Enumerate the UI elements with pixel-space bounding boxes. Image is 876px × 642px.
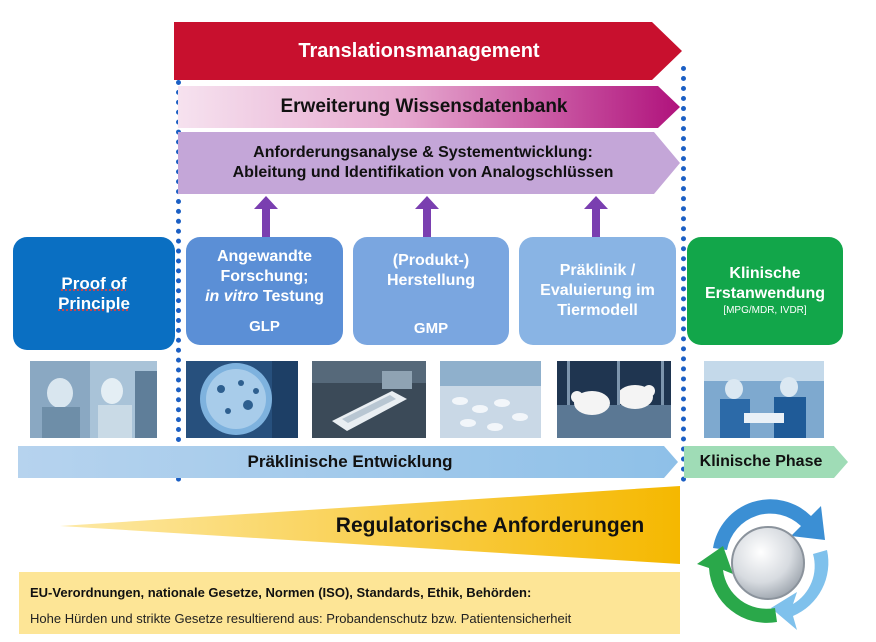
lab-mice-photo	[557, 361, 671, 438]
double-arrow-1	[254, 196, 278, 256]
praeklinik-line3: Tiermodell	[557, 302, 638, 319]
anforderung-line2: Ableitung und Identifikation von Analogs…	[232, 164, 614, 181]
cycle-graphic	[697, 499, 829, 630]
anforderung-arrow	[178, 132, 680, 194]
regulatorisch-label: Regulatorische Anforderungen	[335, 514, 645, 537]
medical-implant-photo	[312, 361, 426, 438]
double-arrow-3	[584, 196, 608, 256]
praeklinische-entwicklung-label: Präklinische Entwicklung	[247, 452, 453, 471]
angewandte-line3: in vitro Testung	[205, 287, 324, 307]
produkt-herstellung-box: (Produkt-) Herstellung GMP	[353, 237, 509, 345]
surgery-photo	[704, 361, 824, 438]
translation-arrow	[174, 22, 682, 80]
klinische-small: [MPG/MDR, IVDR]	[723, 305, 807, 316]
klinische-line2: Erstanwendung	[704, 285, 825, 302]
footer-line2: Hohe Hürden und strikte Gesetze resultie…	[30, 611, 572, 626]
praeklinik-box: Präklinik / Evaluierung im Tiermodell	[519, 237, 676, 345]
petri-dish-photo	[186, 361, 298, 438]
angewandte-rest: Testung	[258, 288, 324, 305]
double-arrow-2	[415, 196, 439, 256]
translation-label: Translationsmanagement	[298, 39, 540, 62]
angewandte-italic: in vitro	[205, 288, 259, 305]
anforderung-line1: Anforderungsanalyse & Systementwicklung:	[253, 144, 593, 161]
praeklinik-line2: Evaluierung im	[540, 282, 655, 299]
klinische-phase-arrow	[684, 446, 848, 478]
angewandte-forschung-box: Angewandte Forschung; in vitro Testung G…	[186, 237, 343, 345]
regulatorisch-wedge	[60, 486, 680, 564]
pills-production-photo	[440, 361, 541, 438]
anforderung-label: Anforderungsanalyse & Systementwicklung:…	[178, 132, 668, 194]
right-dotted-boundary	[681, 66, 686, 482]
praeklinik-line1: Präklinik /	[559, 262, 636, 279]
klinische-line1: Klinische	[729, 265, 801, 282]
angewandte-line2: Forschung;	[220, 268, 309, 285]
footer-line1: EU-Verordnungen, nationale Gesetze, Norm…	[30, 585, 532, 600]
praeklinische-entwicklung-arrow	[18, 446, 678, 478]
proof-line1: Proof of	[61, 273, 127, 293]
herstellung-line2: Herstellung	[386, 272, 475, 289]
glp-label: GLP	[249, 318, 280, 335]
lab-researchers-photo	[30, 361, 157, 438]
klinische-erstanwendung-box: Klinische Erstanwendung [MPG/MDR, IVDR]	[687, 237, 843, 345]
left-dotted-boundary	[176, 80, 181, 482]
wissensdatenbank-label: Erweiterung Wissensdatenbank	[280, 96, 568, 117]
gmp-label: GMP	[413, 320, 449, 337]
proof-of-principle-box: Proof of Principle	[13, 237, 175, 350]
herstellung-line1: (Produkt-)	[392, 252, 470, 269]
wissensdatenbank-arrow	[178, 86, 680, 128]
regulations-footer	[19, 572, 680, 634]
angewandte-line1: Angewandte	[216, 248, 313, 265]
proof-line2: Principle	[58, 293, 130, 313]
klinische-phase-label: Klinische Phase	[699, 453, 823, 470]
